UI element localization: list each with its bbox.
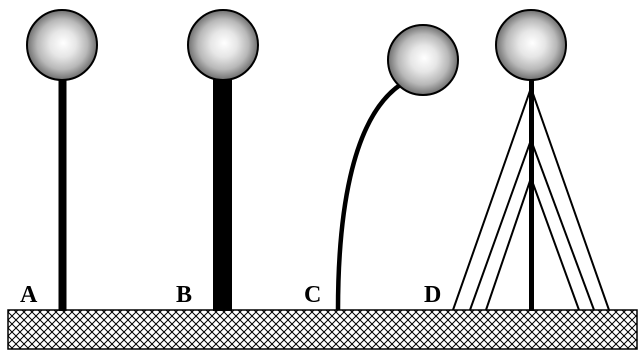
ball-b-icon xyxy=(187,9,259,81)
panel-d: D xyxy=(424,9,610,311)
panel-a: A xyxy=(20,9,98,311)
ball-a-icon xyxy=(26,9,98,81)
guy-wire-top-right xyxy=(530,87,610,311)
guy-wire-low-left xyxy=(485,177,532,311)
label-b: B xyxy=(176,282,192,308)
ground xyxy=(7,309,638,350)
pole-d xyxy=(529,76,534,311)
label-c: C xyxy=(304,282,321,308)
guy-wire-mid-left xyxy=(469,139,532,311)
guy-wire-low-right xyxy=(530,177,580,311)
label-a: A xyxy=(20,282,38,308)
panel-b: B xyxy=(176,9,259,311)
guy-wire-top-left xyxy=(452,87,532,311)
label-d: D xyxy=(424,282,441,308)
ball-d-icon xyxy=(495,9,567,81)
guy-wire-mid-right xyxy=(530,139,595,311)
pole-c xyxy=(335,83,402,311)
pole-a xyxy=(58,76,67,311)
pole-b xyxy=(213,76,232,311)
panel-c: C xyxy=(304,24,459,311)
ball-c-icon xyxy=(387,24,459,96)
